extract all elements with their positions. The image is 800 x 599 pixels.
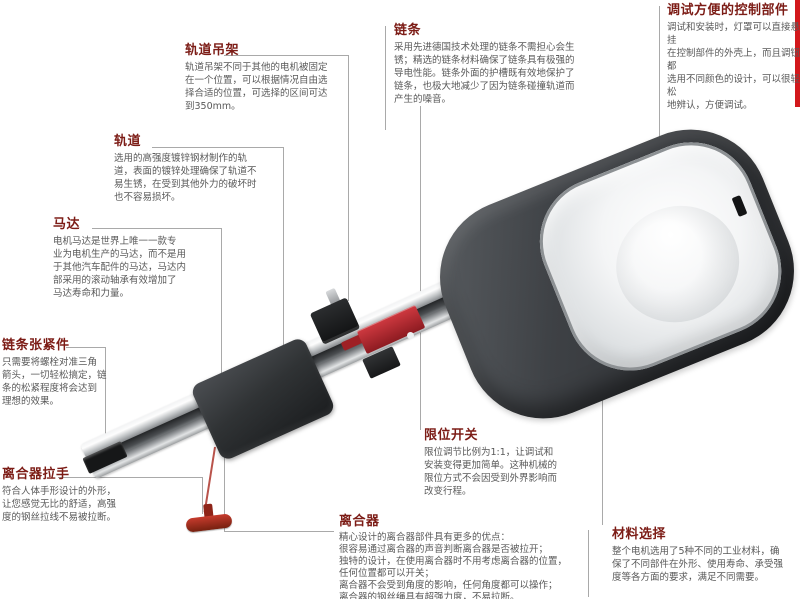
rail-hanger-title: 轨道吊架: [185, 43, 240, 58]
control-unit-title: 调试方便的控制部件: [667, 3, 789, 18]
callout-clutch-handle: 离合器拉手 符合人体手形设计的外形， 让您感觉无比的舒适，高强 度的钢丝拉线不易…: [2, 468, 116, 524]
lamp-cover-highlight: [598, 187, 758, 341]
leader-clutch-handle-h: [58, 477, 203, 478]
clutch-handle-body: 符合人体手形设计的外形， 让您感觉无比的舒适，高强 度的钢丝拉线不易被拉断。: [2, 486, 117, 523]
leader-control-unit-divider: [659, 6, 660, 152]
lamp-cover-graphic: [520, 123, 800, 390]
leader-clutch-handle-v: [202, 477, 203, 514]
motor-head-graphic: [416, 106, 800, 442]
leader-rail-h: [152, 147, 283, 148]
leader-rail-hanger-h: [224, 55, 348, 56]
materials-body: 整个电机选用了5种不同的工业材料，确 保了不同部件在外形、使用寿命、承受强 度等…: [612, 546, 784, 583]
materials-title: 材料选择: [612, 527, 667, 542]
callout-rail: 轨道 选用的高强度镀锌钢材制作的轨 道，表面的镀锌处理确保了轨道不 易生锈，在受…: [114, 135, 257, 204]
leader-rail-v: [283, 147, 284, 362]
callout-materials: 材料选择 整个电机选用了5种不同的工业材料，确 保了不同部件在外形、使用寿命、承…: [612, 528, 783, 584]
clutch-title: 离合器: [339, 514, 380, 529]
chain-body: 采用先进德国技术处理的链条不需担心会生 锈；精选的链条材料确保了链条具有极强的 …: [394, 42, 575, 105]
leader-clutch-h: [224, 531, 334, 532]
callout-motor: 马达 电机马达是世界上唯一一款专 业为电机生产的马达，而不是用 于其他汽车配件的…: [53, 218, 186, 300]
limit-switch-body: 限位调节比例为1:1，让调试和 安装变得更加简单。这种机械的 限位方式不会因受到…: [424, 447, 558, 497]
rail-body: 选用的高强度镀锌钢材制作的轨 道，表面的镀锌处理确保了轨道不 易生锈，在受到其他…: [114, 153, 257, 203]
leader-rail-hanger-v: [348, 55, 349, 301]
motor-body-text: 电机马达是世界上唯一一款专 业为电机生产的马达，而不是用 于其他汽车配件的马达，…: [53, 236, 187, 299]
leader-motor-v: [221, 228, 222, 375]
leader-chain-tensioner-v: [105, 347, 106, 444]
leader-chain-divider: [385, 26, 386, 130]
leader-materials-v: [602, 392, 603, 525]
callout-control-unit: 调试方便的控制部件 调试和安装时，灯罩可以直接悬挂 在控制部件的外壳上，而且调钮…: [667, 4, 800, 112]
leader-materials-divider: [588, 530, 589, 597]
pull-handle-graphic: [185, 513, 233, 533]
chain-tensioner-body: 只需要将螺栓对准三角 箭头，一切轻松搞定，链 条的松紧程度将会达到 理想的效果。: [2, 357, 107, 407]
callout-chain-tensioner: 链条张紧件 只需要将螺栓对准三角 箭头，一切轻松搞定，链 条的松紧程度将会达到 …: [2, 339, 107, 408]
control-unit-body: 调试和安装时，灯罩可以直接悬挂 在控制部件的外壳上，而且调钮都 选用不同颜色的设…: [667, 22, 800, 111]
motor-title: 马达: [53, 217, 81, 232]
callout-chain: 链条 采用先进德国技术处理的链条不需担心会生 锈；精选的链条材料确保了链条具有极…: [394, 24, 575, 106]
callout-clutch: 离合器 精心设计的离合器部件具有更多的优点： 很容易通过离合器的声音判断离合器是…: [339, 515, 567, 599]
rail-title: 轨道: [114, 134, 142, 149]
rail-hanger-body: 轨道吊架不同于其他的电机被固定 在一个位置，可以根据情况自由选 择合适的位置，可…: [185, 62, 328, 112]
pull-cord-graphic: [203, 446, 216, 513]
chain-tensioner-title: 链条张紧件: [2, 338, 70, 353]
accent-red-bar: [795, 0, 800, 107]
limit-switch-title: 限位开关: [424, 428, 479, 443]
leader-chain-tensioner-h: [66, 347, 105, 348]
clutch-handle-title: 离合器拉手: [2, 467, 70, 482]
chain-title: 链条: [394, 23, 422, 38]
leader-motor-h: [92, 228, 221, 229]
leader-chain-limit-switch-v: [420, 106, 421, 430]
limit-switch-screw-graphic: [407, 332, 414, 339]
clutch-body: 精心设计的离合器部件具有更多的优点： 很容易通过离合器的声音判断离合器是否被拉开…: [339, 532, 568, 599]
callout-rail-hanger: 轨道吊架 轨道吊架不同于其他的电机被固定 在一个位置，可以根据情况自由选 择合适…: [185, 44, 328, 113]
leader-clutch-v: [224, 415, 225, 532]
callout-limit-switch: 限位开关 限位调节比例为1:1，让调试和 安装变得更加简单。这种机械的 限位方式…: [424, 429, 557, 498]
